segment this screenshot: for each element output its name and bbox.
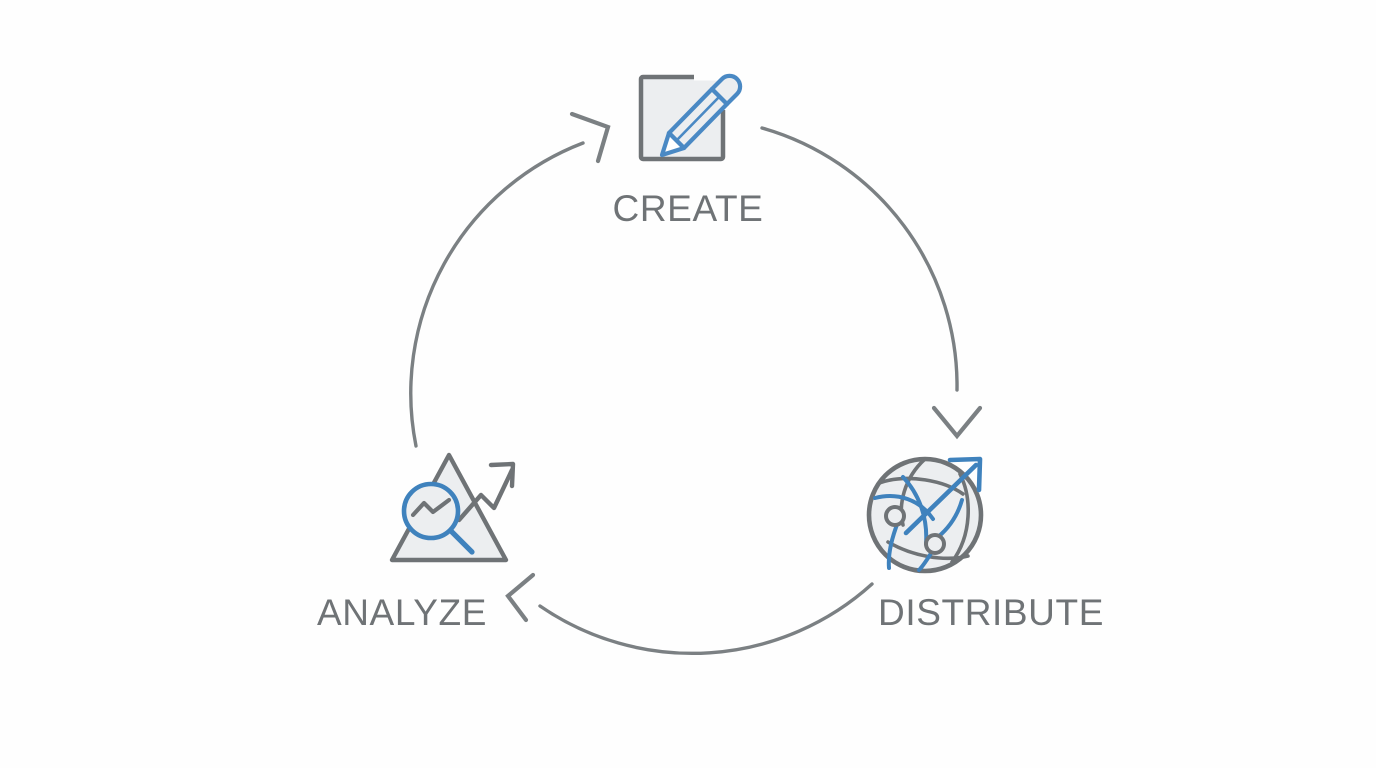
chevron-left-icon <box>505 572 536 623</box>
distribute-arrow-head <box>947 456 983 493</box>
network-strand-upper-left <box>873 494 935 521</box>
node-label-distribute: DISTRIBUTE <box>878 592 1104 633</box>
magnifier-handle <box>448 528 475 555</box>
globe-network-arrow-icon <box>866 456 984 574</box>
pencil-eraser-shape <box>709 73 743 107</box>
network-node-left <box>884 505 906 527</box>
arc-path-distribute-to-analyze <box>538 582 874 656</box>
network-node-lower <box>924 533 946 555</box>
distribute-arrow-line <box>903 462 979 536</box>
lens-trend-line <box>410 497 452 518</box>
connector-create-to-distribute <box>760 126 983 440</box>
node-label-create: CREATE <box>612 188 764 229</box>
arc-path-create-to-distribute <box>760 126 959 392</box>
connector-analyze-to-create <box>409 111 611 448</box>
network-strand-vertical <box>901 475 929 546</box>
mountain-magnifier-chart-icon <box>389 452 516 563</box>
globe-latitude-upper <box>877 476 965 496</box>
pencil-center-line <box>675 95 721 142</box>
network-strand-right <box>936 498 964 539</box>
globe-meridian-right <box>950 472 970 564</box>
chevron-up-right-icon <box>569 111 611 164</box>
chevron-down-icon <box>931 405 983 440</box>
growth-arrow-head <box>488 461 516 489</box>
document-pencil-icon <box>638 73 743 162</box>
arc-path-analyze-to-create <box>409 141 585 448</box>
node-label-analyze: ANALYZE <box>316 592 488 633</box>
connector-distribute-to-analyze <box>505 572 874 656</box>
growth-arrow-line <box>456 467 515 523</box>
